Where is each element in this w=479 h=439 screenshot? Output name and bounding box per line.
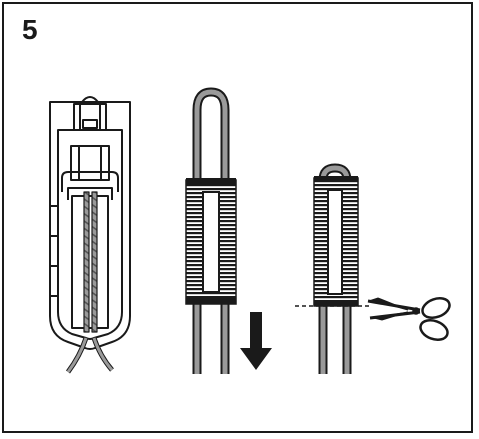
step-number: 5 <box>22 14 38 45</box>
arrow-down-icon <box>240 312 272 370</box>
trimmed-yarn-loop-icon <box>295 163 372 374</box>
yarn-threader-device-icon <box>49 96 131 374</box>
wrapped-yarn-loop-icon <box>185 87 237 374</box>
scissors-icon <box>367 297 451 341</box>
instruction-frame <box>2 2 473 433</box>
